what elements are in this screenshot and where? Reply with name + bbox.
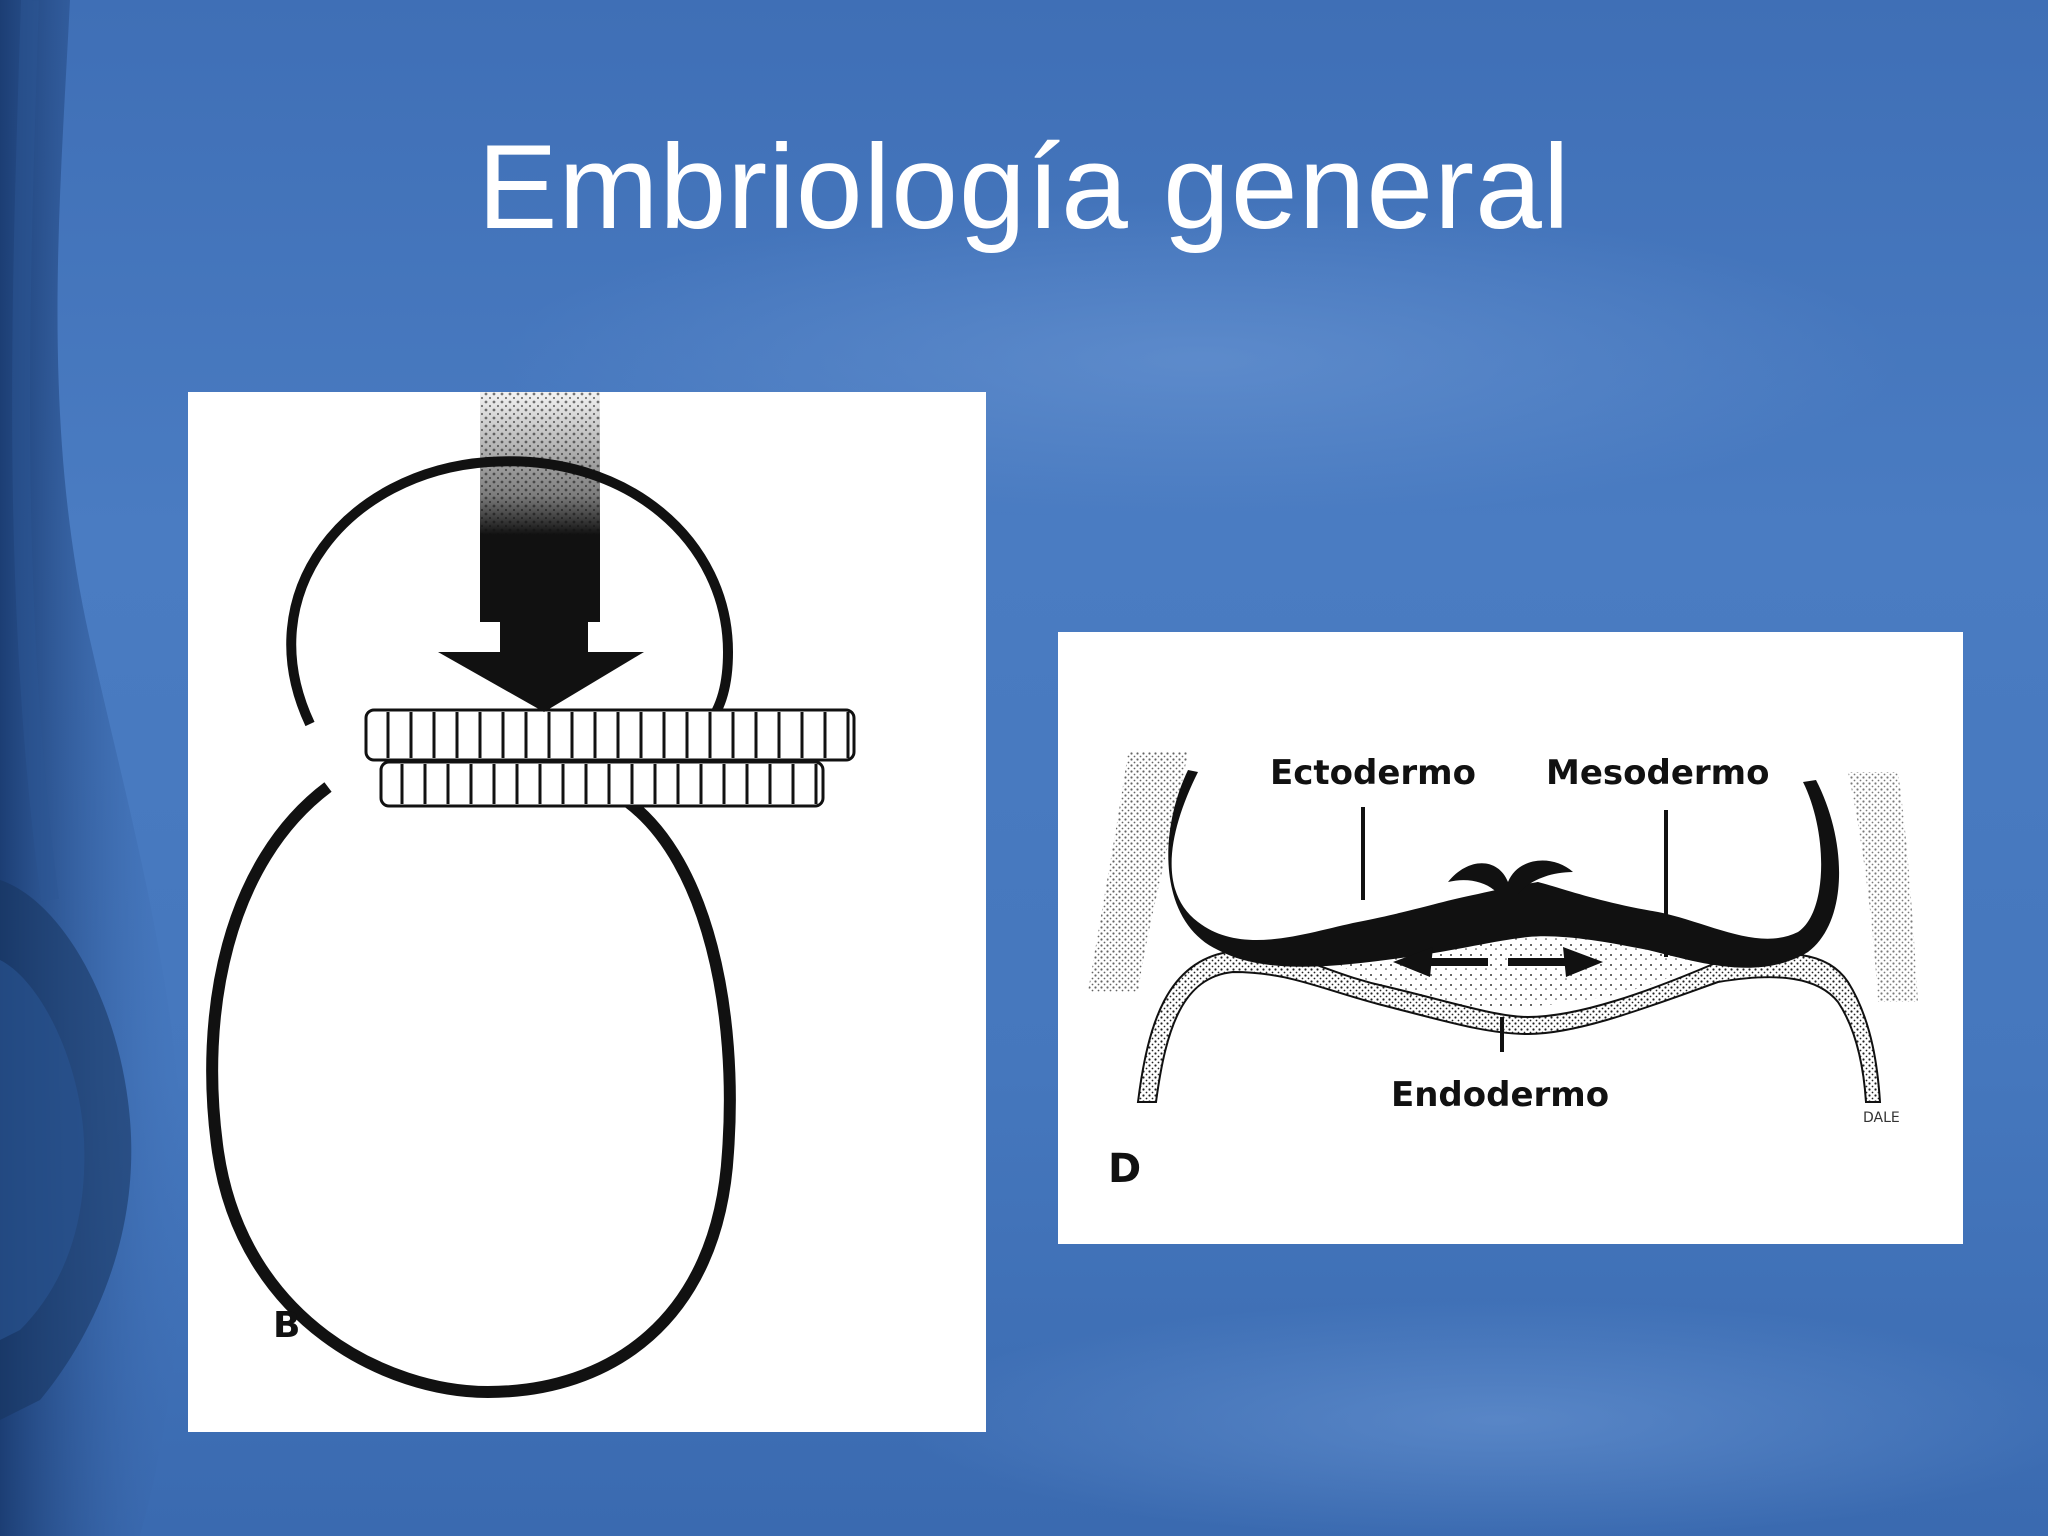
primitive-node xyxy=(1448,860,1573,894)
disc-cells xyxy=(386,712,850,804)
figure-b-panel: B xyxy=(188,392,986,1432)
figure-d-label: D xyxy=(1108,1146,1141,1192)
figure-d-drawing: Ectodermo Mesodermo Endodermo DALE D xyxy=(1088,752,1918,1192)
figure-b-drawing: B xyxy=(206,392,856,1399)
right-shaded-tissue xyxy=(1848,772,1918,1002)
slide-title: Embriología general xyxy=(477,120,1571,254)
mesoderm-arrows xyxy=(1393,947,1603,977)
ectoderm-layer xyxy=(1168,770,1840,968)
artist-signature: DALE xyxy=(1863,1110,1900,1126)
figure-d-panel: Ectodermo Mesodermo Endodermo DALE D xyxy=(1058,632,1963,1244)
mesoderm-label: Mesodermo xyxy=(1546,753,1769,793)
endoderm-label: Endodermo xyxy=(1391,1075,1609,1115)
ectoderm-label: Ectodermo xyxy=(1270,753,1476,793)
endoderm-layer xyxy=(1136,950,1882,1103)
migration-arrow xyxy=(438,392,644,712)
left-shaded-tissue xyxy=(1088,752,1188,992)
figure-b-label: B xyxy=(273,1305,300,1346)
yolk-sac-outline xyxy=(206,782,736,1399)
